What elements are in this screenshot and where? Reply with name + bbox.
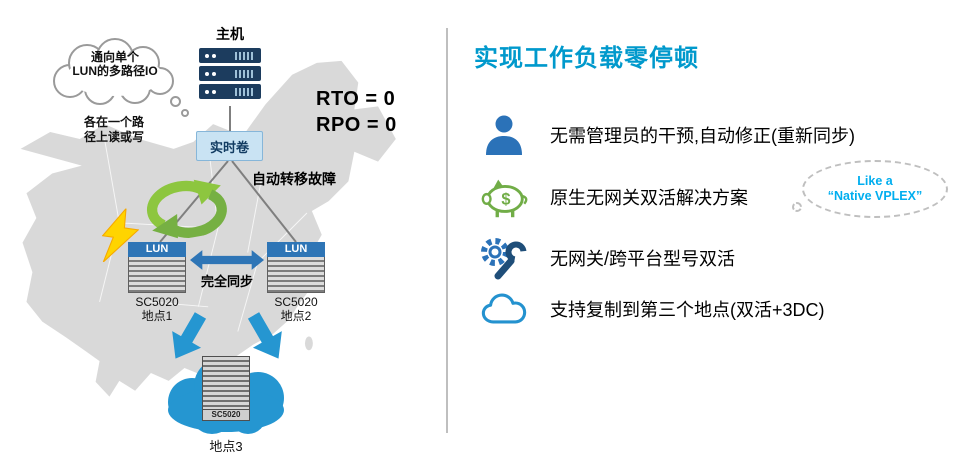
site1-label: SC5020 地点1 [135,295,179,323]
lightning-icon [101,206,140,263]
rto-rpo-text: RTO = 0 RPO = 0 [316,88,397,136]
bullet-row: 支持复制到第三个地点(双活+3DC) [478,293,825,325]
replication-arrow-left-icon [172,312,207,359]
bullet-row: 无网关/跨平台型号双活 [478,234,735,282]
sync-arrow-icon [190,250,264,270]
storage-array-site2: LUN [267,242,325,293]
divider [446,28,448,433]
site3-label: 地点3 [209,439,243,454]
site2-label: SC5020 地点2 [274,295,318,323]
server-unit [199,48,261,63]
thought-dot [181,109,189,117]
admin-user-icon [478,114,530,156]
gear-wrench-icon [478,234,530,282]
vplex-note-tail [792,202,802,212]
bullet-text: 支持复制到第三个地点(双活+3DC) [550,300,825,320]
svg-text:$: $ [501,191,510,209]
replication-arrow-right-icon [247,312,282,359]
storage-array-site1: LUN [128,242,186,293]
bullet-row: 无需管理员的干预,自动修正(重新同步) [478,114,855,156]
failover-arrows-icon [146,179,227,239]
bullet-text: 原生无网关双活解决方案 [550,188,748,208]
bullet-text: 无网关/跨平台型号双活 [550,249,735,269]
vplex-note-bubble: Like a “Native VPLEX” [802,160,948,218]
realtime-volume-box: 实时卷 [196,131,263,161]
path-note: 各在一个路 径上读或写 [84,115,145,144]
cloud-icon [478,293,530,325]
lun-label: LUN [267,242,325,257]
failover-label: 自动转移故障 [252,171,336,187]
bullet-row: $ 原生无网关双活解决方案 [478,174,748,220]
rack-body [128,257,186,293]
page-title: 实现工作负载零停顿 [474,45,699,72]
piggy-bank-icon: $ [478,174,530,220]
host-server-icon [199,48,261,102]
bullet-text: 无需管理员的干预,自动修正(重新同步) [550,126,855,146]
server-unit [199,84,261,99]
storage-array-site3: SC5020 [202,356,250,421]
sync-label: 完全同步 [200,274,253,289]
lun-label: LUN [128,242,186,257]
rack-body [202,356,250,410]
host-label: 主机 [216,26,244,42]
thought-bubble [53,38,174,105]
rack-body [267,257,325,293]
server-unit [199,66,261,81]
thought-bubble-text: 通向单个 LUN的多路径IO [72,50,158,78]
site3-model-label: SC5020 [202,410,250,421]
thought-dot [170,96,181,107]
